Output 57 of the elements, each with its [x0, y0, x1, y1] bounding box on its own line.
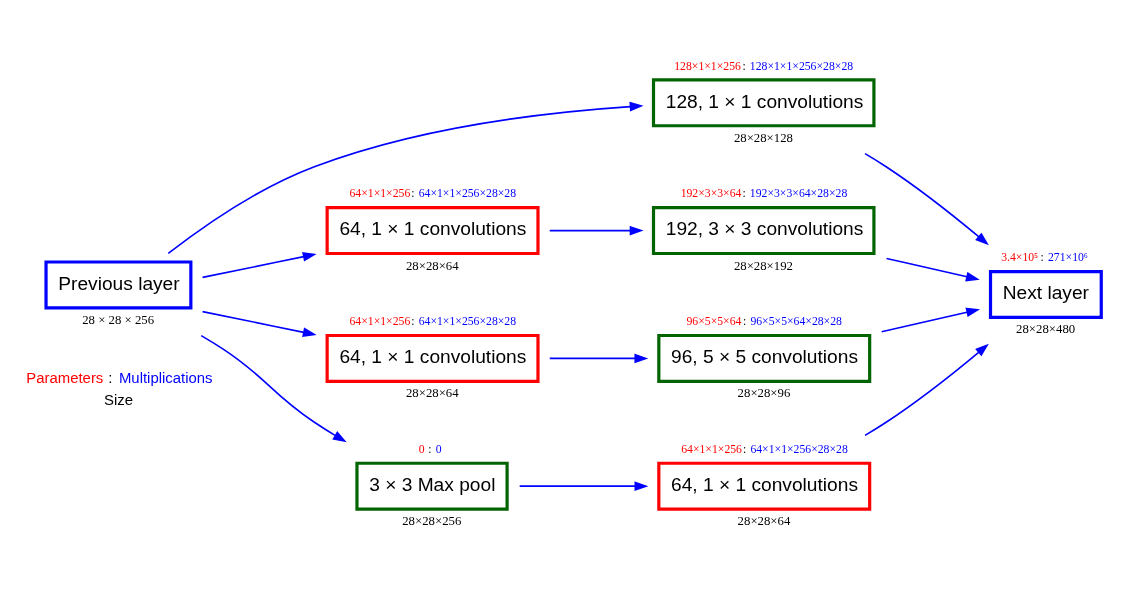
node-box: Previous layer	[44, 260, 193, 310]
node-label: 28×28×96	[737, 386, 791, 401]
node-label: 271×10⁶	[1048, 251, 1088, 265]
node-label: 96×5×5×64	[686, 315, 742, 329]
node-label: 64×1×1×256	[349, 315, 411, 329]
arrow	[201, 310, 317, 337]
arrow	[548, 225, 644, 236]
node-label: 28×28×480	[1016, 322, 1076, 337]
node-label: 96×5×5×64×28×28	[750, 315, 842, 329]
label: :	[108, 370, 113, 387]
node-label: 0	[435, 442, 442, 456]
node-box: 64, 1 × 1 convolutions	[657, 461, 872, 511]
node-label: 3.4×10⁵	[1001, 251, 1039, 265]
node-label: 28 × 28 × 256	[82, 312, 155, 327]
arrow	[518, 481, 649, 491]
arrow	[548, 353, 649, 364]
node-label: 64×1×1×256	[681, 442, 742, 456]
node-label: 192×3×3×64×28×28	[749, 187, 848, 201]
node-label: 28×28×192	[733, 258, 793, 273]
label: Size	[104, 392, 134, 409]
arrow	[200, 334, 347, 443]
arrow	[201, 252, 317, 279]
node-label: 128×1×1×256	[674, 59, 741, 73]
node-label: :	[411, 315, 415, 329]
node-label: 64×1×1×256	[349, 187, 411, 201]
node-label: 28×28×64	[405, 386, 459, 401]
node-box: 3 × 3 Max pool	[355, 461, 509, 511]
label: Parameters	[26, 370, 104, 387]
node-label: 64×1×1×256×28×28	[750, 442, 848, 456]
node-label: :	[742, 59, 746, 73]
node-box: 64, 1 × 1 convolutions	[325, 206, 540, 256]
label: Multiplications	[118, 370, 213, 387]
node-box: 128, 1 × 1 convolutions	[651, 78, 876, 128]
node-label: 28×28×64	[737, 514, 791, 529]
arrow	[864, 152, 989, 246]
node-label: 64×1×1×256×28×28	[418, 315, 517, 329]
node-label: :	[742, 315, 747, 329]
node-label: 128×1×1×256×28×28	[749, 59, 854, 73]
arrow	[885, 257, 980, 282]
node-box: 64, 1 × 1 convolutions	[325, 333, 540, 383]
arrow	[167, 101, 644, 255]
node-label: 28×28×64	[405, 258, 459, 273]
node-label: 192×3×3×64	[680, 187, 742, 201]
arrow	[880, 307, 981, 333]
node-label: 28×28×256	[402, 514, 462, 529]
node-box: 96, 5 × 5 convolutions	[657, 333, 872, 383]
node-box: 192, 3 × 3 convolutions	[651, 206, 876, 256]
node-label: 0	[418, 442, 425, 456]
arrow	[864, 343, 989, 437]
node-label: 28×28×128	[733, 130, 793, 145]
node-label: :	[742, 187, 746, 201]
node-label: :	[428, 442, 432, 456]
node-label: :	[1040, 251, 1044, 265]
node-label: :	[411, 187, 415, 201]
node-box: Next layer	[988, 270, 1103, 319]
node-label: :	[742, 442, 747, 456]
node-label: 64×1×1×256×28×28	[418, 187, 517, 201]
